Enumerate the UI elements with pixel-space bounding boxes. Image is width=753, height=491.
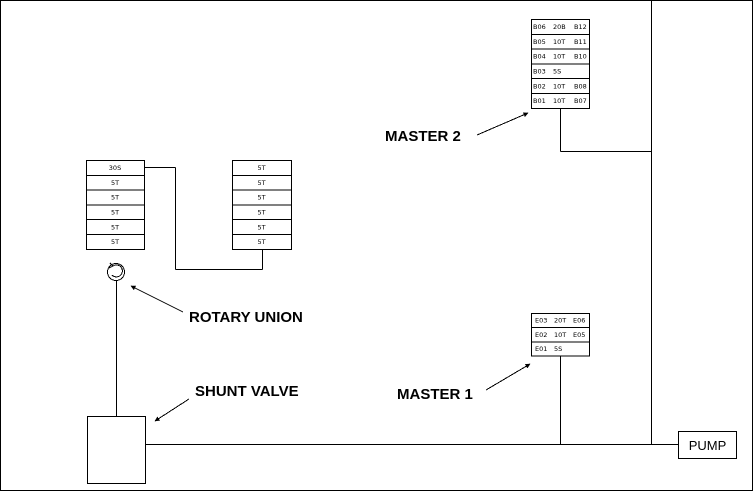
- master-2-cell: 5S: [553, 67, 561, 75]
- master-2-cell: B07: [574, 97, 587, 105]
- left-stack-cell: 5T: [111, 208, 119, 216]
- right-stack-cell: 5T: [257, 164, 265, 172]
- master-1-label: MASTER 1: [397, 386, 473, 403]
- master-2-cell: B05: [533, 38, 546, 46]
- master-2-cell: B08: [574, 82, 587, 90]
- master-2-cell: 10T: [553, 97, 565, 105]
- right-stack-cell: 5T: [257, 194, 265, 202]
- master-2-cell: B02: [533, 82, 546, 90]
- left-stack-cell: 5T: [111, 179, 119, 187]
- rotary-union-symbol: [107, 262, 125, 281]
- left-stack-cell: 5T: [111, 238, 119, 246]
- master-1-cell: E02: [535, 331, 547, 339]
- master-1-frame: [531, 313, 590, 357]
- shunt-valve-arrow: [154, 398, 190, 422]
- master-2-label: MASTER 2: [385, 128, 461, 145]
- master-2-cell: B04: [533, 53, 546, 61]
- rotary-union-label: ROTARY UNION: [189, 309, 303, 326]
- master-2-cell: B11: [574, 38, 587, 46]
- right-stack-table: 5T 5T 5T 5T 5T 5T: [232, 160, 292, 250]
- master-2-cell: 10T: [553, 82, 565, 90]
- right-stack-cell: 5T: [257, 223, 265, 231]
- right-stack-cell: 5T: [257, 179, 265, 187]
- pump-label: PUMP: [689, 438, 727, 453]
- master-2-cell: B06: [533, 23, 546, 31]
- master-1-arrow: [485, 363, 531, 391]
- shunt-valve-label: SHUNT VALVE: [195, 383, 299, 400]
- master-2-cell: 10T: [553, 38, 565, 46]
- master-1-cell: E03: [535, 317, 547, 325]
- master-2-cell: B03: [533, 67, 546, 75]
- master-1-cell: E05: [573, 331, 585, 339]
- master-2-arrow: [476, 112, 529, 136]
- master-1-cell: E06: [573, 317, 585, 325]
- master-1-cell: E01: [535, 345, 547, 353]
- rotary-union-arrow: [130, 285, 184, 313]
- master-2-cell: B12: [574, 23, 587, 31]
- pump-box: [678, 431, 737, 459]
- master-2-cell: B01: [533, 97, 546, 105]
- piping-lines: [116, 0, 678, 445]
- master-2-cell: B10: [574, 53, 587, 61]
- master-2-cell: 10T: [553, 53, 565, 61]
- left-stack-cell: 5T: [111, 223, 119, 231]
- left-stack-cell: 5T: [111, 194, 119, 202]
- left-stack-table: 30S 5T 5T 5T 5T 5T: [86, 160, 145, 250]
- master-2-cell: 20B: [553, 23, 566, 31]
- right-stack-cell: 5T: [257, 208, 265, 216]
- left-stack-cell: 30S: [109, 164, 121, 172]
- master-1-cell: 10T: [554, 331, 566, 339]
- right-stack-cell: 5T: [257, 238, 265, 246]
- shunt-valve-box: [87, 416, 146, 484]
- master-1-cell: 5S: [554, 345, 562, 353]
- master-1-cell: 20T: [554, 317, 566, 325]
- callout-arrows: [130, 112, 531, 422]
